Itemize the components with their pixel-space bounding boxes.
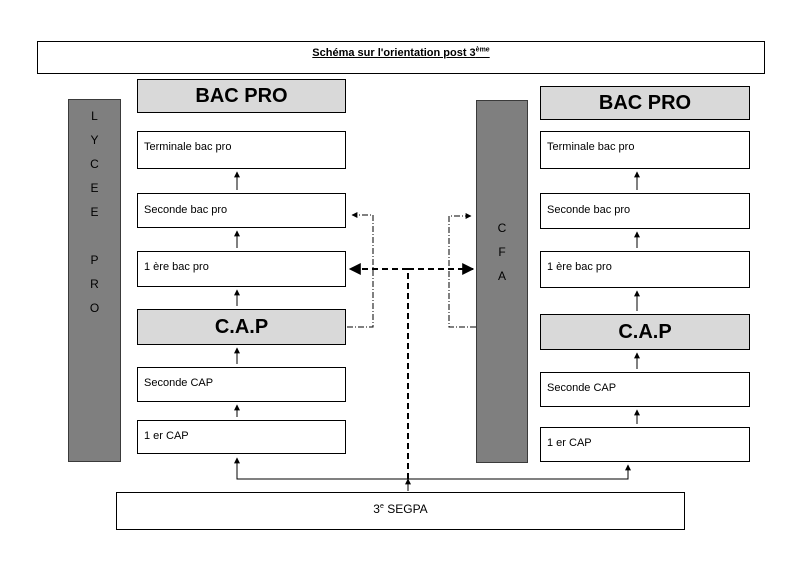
right-premiere-box: 1 ère bac pro — [540, 251, 750, 288]
right-seconde-cap-box: Seconde CAP — [540, 372, 750, 407]
right-bac-pro-header: BAC PRO — [540, 86, 750, 120]
left-terminale-box: Terminale bac pro — [137, 131, 346, 169]
title-sup: ème — [475, 46, 490, 53]
pillar-letter: L — [91, 109, 98, 123]
pillar-letter: C — [90, 157, 99, 171]
left-premier-cap-box: 1 er CAP — [137, 420, 346, 454]
diagram-title: Schéma sur l'orientation post 3ème — [37, 41, 765, 74]
segpa-right-branch — [408, 464, 631, 480]
left-seconde-box: Seconde bac pro — [137, 193, 346, 228]
pillar-letter: E — [90, 205, 99, 219]
pillar-letter: Y — [90, 133, 99, 147]
left-cap-to-seconde — [347, 212, 374, 328]
pillar-letter: R — [90, 277, 99, 291]
title-text: Schéma sur l'orientation post 3 — [312, 46, 476, 59]
segpa-box: 3e SEGPA — [116, 492, 685, 530]
left-cap-header: C.A.P — [137, 309, 346, 345]
pillar-letter: C — [497, 221, 507, 235]
segpa-label: SEGPA — [383, 502, 428, 516]
left-bac-pro-header: BAC PRO — [137, 79, 346, 113]
pillar-letter: O — [89, 301, 100, 315]
cfa-to-seconde — [448, 213, 476, 328]
left-seconde-cap-box: Seconde CAP — [137, 367, 346, 402]
left-premiere-box: 1 ère bac pro — [137, 251, 346, 287]
right-seconde-box: Seconde bac pro — [540, 193, 750, 229]
pillar-letter: E — [90, 181, 99, 195]
right-terminale-box: Terminale bac pro — [540, 131, 750, 169]
cfa-pillar: C F A — [476, 100, 528, 463]
segpa-left-branch — [234, 457, 408, 480]
lycee-pro-pillar: L Y C E E P R O — [68, 99, 121, 462]
segpa-sup: e — [379, 503, 384, 510]
right-cap-header: C.A.P — [540, 314, 750, 350]
pillar-letter: P — [90, 253, 99, 267]
pillar-letter: A — [497, 269, 506, 283]
segpa-num: 3 — [373, 502, 380, 516]
pillar-letter: F — [498, 245, 506, 259]
right-premier-cap-box: 1 er CAP — [540, 427, 750, 462]
